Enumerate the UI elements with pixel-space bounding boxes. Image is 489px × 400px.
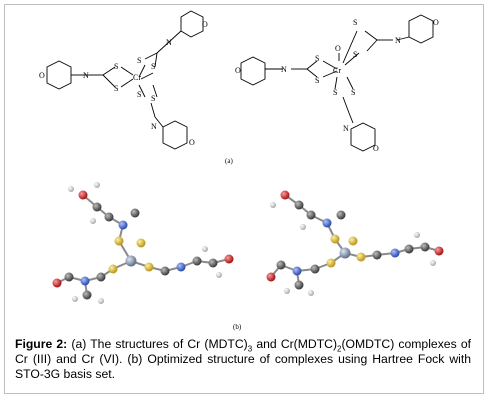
sulfur-label: S <box>315 76 319 85</box>
carbon-atom <box>372 250 382 260</box>
carbon-atom <box>420 242 430 252</box>
oxygen-atom <box>434 246 444 256</box>
nitrogen-label: N <box>343 124 349 133</box>
carbon-atom <box>92 202 102 212</box>
hydrogen-atom <box>270 202 276 208</box>
cr-mdtc2-omdtc-labels: S N O O S O N S S Cr S S N O <box>235 18 439 153</box>
hydrogen-atom <box>300 224 306 230</box>
nitrogen-label: N <box>281 65 287 74</box>
caption-text-part2: and Cr(MDTC) <box>252 337 337 351</box>
panel-b-optimized-models <box>52 182 444 304</box>
cr-mdtc2-omdtc-structure <box>240 14 434 152</box>
oxygen-label: O <box>235 66 241 75</box>
nitrogen-atom <box>322 218 332 228</box>
sulfur-atom <box>348 236 358 246</box>
sulfur-atom <box>108 264 118 274</box>
sulfur-atom <box>330 234 340 244</box>
carbon-atom <box>310 264 320 274</box>
chromium-atom <box>339 247 351 259</box>
carbon-atom <box>160 266 170 276</box>
carbon-atom <box>336 210 346 220</box>
cr-mdtc3-structure <box>46 10 204 150</box>
carbon-atom <box>276 260 286 270</box>
hydrogen-atom <box>202 246 208 252</box>
sulfur-label: S <box>137 56 141 65</box>
nitrogen-atom <box>80 276 90 286</box>
oxygen-label: O <box>335 44 341 53</box>
sulfur-label: S <box>114 62 118 71</box>
nitrogen-label: N <box>166 38 172 47</box>
sulfur-label: S <box>353 50 357 59</box>
nitrogen-label: N <box>151 122 157 131</box>
panel-a-structures: O N S S O N S S Cr S S N O <box>39 10 439 153</box>
caption-subscript-2: 2 <box>337 344 342 354</box>
nitrogen-atom <box>390 248 400 258</box>
cr-mdtc3-labels: O N S S O N S S Cr S S N O <box>39 20 208 147</box>
hydrogen-atom <box>284 288 290 294</box>
nitrogen-label: N <box>83 71 89 80</box>
hydrogen-atom <box>216 272 222 278</box>
sulfur-atom <box>114 236 124 246</box>
hydrogen-atom <box>414 232 420 238</box>
oxygen-atom <box>52 278 62 288</box>
oxygen-label: O <box>433 18 439 27</box>
left-model-atoms <box>52 182 234 304</box>
sulfur-label: S <box>114 84 118 93</box>
figure-frame: O N S S O N S S Cr S S N O <box>4 4 484 394</box>
carbon-atom <box>294 280 304 290</box>
hydrogen-atom <box>90 218 96 224</box>
sulfur-label: S <box>137 90 141 99</box>
sulfur-atom <box>144 262 154 272</box>
sulfur-atom <box>326 258 336 268</box>
hydrogen-atom <box>94 182 100 188</box>
oxygen-label: O <box>39 71 45 80</box>
carbon-atom <box>130 208 140 218</box>
figure-number: Figure 2: <box>15 337 68 351</box>
carbon-atom <box>104 212 114 222</box>
hydrogen-atom <box>98 298 104 304</box>
hydrogen-atom <box>308 290 314 296</box>
carbon-atom <box>192 256 202 266</box>
sulfur-label: S <box>351 88 355 97</box>
oxygen-atom <box>78 190 88 200</box>
chromium-atom <box>125 255 137 267</box>
sulfur-atom <box>356 252 366 262</box>
hydrogen-atom <box>430 260 436 266</box>
carbon-atom <box>294 200 304 210</box>
caption-text-part1: (a) The structures of Cr (MDTC) <box>67 337 248 351</box>
hydrogen-atom <box>72 296 78 302</box>
sulfur-label: S <box>151 62 155 71</box>
sulfur-atom <box>136 238 146 248</box>
panel-a-label: (a) <box>225 157 233 165</box>
nitrogen-atom <box>176 262 186 272</box>
nitrogen-atom <box>118 220 128 230</box>
metal-label: Cr <box>333 66 341 75</box>
carbon-atom <box>306 210 316 220</box>
caption-subscript-1: 3 <box>247 344 253 354</box>
nitrogen-label: N <box>395 36 401 45</box>
sulfur-label: S <box>353 18 357 27</box>
sulfur-label: S <box>151 94 155 103</box>
carbon-atom <box>404 244 414 254</box>
oxygen-atom <box>280 190 290 200</box>
sulfur-label: S <box>315 54 319 63</box>
oxygen-label: O <box>189 138 195 147</box>
carbon-atom <box>96 272 106 282</box>
carbon-atom <box>208 258 218 268</box>
metal-label: Cr <box>133 73 141 82</box>
panel-b-label: (b) <box>233 323 242 331</box>
oxygen-atom <box>224 254 234 264</box>
caption-text-part3: (OMDTC) complexes of Cr (III) and Cr (VI… <box>15 337 471 381</box>
figure-caption: Figure 2: (a) The structures of Cr (MDTC… <box>15 337 471 382</box>
nitrogen-atom <box>292 266 302 276</box>
carbon-atom <box>82 290 92 300</box>
right-model-atoms <box>266 190 444 296</box>
carbon-atom <box>64 272 74 282</box>
oxygen-atom <box>266 272 276 282</box>
oxygen-label: O <box>202 20 208 29</box>
sulfur-label: S <box>333 88 337 97</box>
hydrogen-atom <box>68 186 74 192</box>
oxygen-label: O <box>373 144 379 153</box>
